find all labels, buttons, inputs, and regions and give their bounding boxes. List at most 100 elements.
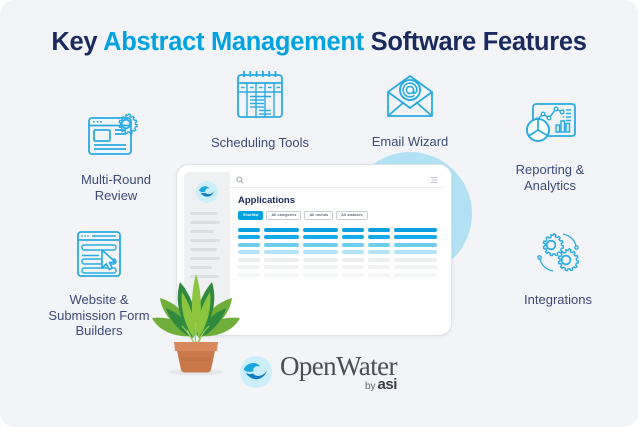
feature-label: Email Wizard	[371, 134, 449, 149]
feature-reporting-analytics: Reporting & Analytics	[488, 98, 612, 193]
by-asi-lockup: by asi	[364, 376, 398, 393]
feature-website-submission-form-builders: Website & Submission Form Builders	[30, 228, 168, 339]
filter-chip-all-rounds[interactable]: All rounds	[304, 211, 334, 220]
table-cell	[394, 242, 437, 247]
table-cell	[264, 272, 299, 277]
table-cell	[303, 257, 338, 262]
table-cell	[264, 257, 299, 262]
browser-gear-icon	[85, 108, 147, 165]
table-cell	[264, 235, 299, 239]
applications-grid	[238, 227, 437, 277]
table-cell	[394, 227, 437, 232]
page-title: Key Abstract Management Software Feature…	[0, 28, 638, 57]
envelope-at-icon	[382, 72, 438, 127]
table-cell	[303, 242, 338, 247]
table-cell	[394, 265, 437, 269]
sidebar-nav-placeholder	[190, 275, 219, 278]
form-cursor-icon	[71, 228, 127, 285]
potted-plant-illustration	[146, 262, 246, 383]
table-row[interactable]	[238, 265, 437, 269]
table-cell	[394, 235, 437, 239]
feature-label: Reporting & Analytics	[515, 162, 585, 193]
openwater-wordmark: OpenWater	[280, 351, 397, 381]
table-cell	[342, 250, 364, 254]
feature-multi-round-review: Multi-Round Review	[52, 108, 180, 203]
applications-panel: Applications Shortlist All categories Al…	[230, 188, 444, 328]
table-cell	[303, 272, 338, 277]
table-cell	[238, 250, 260, 254]
asi-wordmark: asi	[377, 376, 398, 393]
table-cell	[368, 235, 390, 239]
table-cell	[342, 257, 364, 262]
table-row[interactable]	[238, 227, 437, 232]
sidebar-nav-placeholder	[190, 248, 217, 251]
list-menu-icon[interactable]	[430, 172, 438, 189]
sidebar-nav-placeholder	[190, 266, 213, 269]
openwater-wave-mark-icon	[240, 356, 272, 388]
sidebar-nav-placeholder	[190, 221, 220, 224]
table-cell	[238, 235, 260, 239]
table-cell	[264, 250, 299, 254]
table-cell	[303, 235, 338, 239]
table-cell	[368, 242, 390, 247]
table-row[interactable]	[238, 257, 437, 262]
filter-chip-shortlist[interactable]: Shortlist	[238, 211, 264, 220]
filter-chip-group: Shortlist All categories All rounds All …	[238, 211, 436, 220]
sidebar-nav-placeholder	[190, 230, 215, 233]
table-cell	[303, 250, 338, 254]
filter-chip-all-statuses[interactable]: All statuses	[336, 211, 368, 220]
filter-chip-all-categories[interactable]: All categories	[266, 211, 302, 220]
table-cell	[342, 227, 364, 232]
feature-scheduling-tools: Scheduling Tools	[196, 68, 324, 151]
table-cell	[368, 257, 390, 262]
calendar-grid-icon	[231, 68, 289, 128]
feature-label: Multi-Round Review	[80, 172, 152, 203]
search-icon[interactable]	[236, 172, 244, 189]
table-cell	[238, 242, 260, 247]
openwater-mark-icon	[196, 181, 218, 203]
table-cell	[394, 250, 437, 254]
table-cell	[238, 265, 260, 269]
feature-email-wizard: Email Wizard	[348, 72, 472, 150]
table-cell	[342, 235, 364, 239]
table-cell	[342, 272, 364, 277]
title-part-2: Abstract Management	[103, 28, 364, 56]
table-cell	[238, 227, 260, 232]
table-cell	[264, 227, 299, 232]
feature-label: Scheduling Tools	[210, 135, 310, 150]
table-row[interactable]	[238, 242, 437, 247]
openwater-wordmark-block: OpenWater by asi	[280, 352, 397, 392]
table-cell	[394, 257, 437, 262]
two-gears-icon	[530, 228, 586, 285]
table-cell	[368, 227, 390, 232]
dashboard-charts-icon	[521, 98, 579, 155]
table-cell	[264, 265, 299, 269]
applications-heading: Applications	[238, 195, 296, 206]
by-label: by	[364, 381, 376, 392]
table-row[interactable]	[238, 272, 437, 277]
table-cell	[368, 250, 390, 254]
table-cell	[238, 272, 260, 277]
title-part-3: Software Features	[363, 28, 587, 56]
openwater-brand-logo: OpenWater by asi	[240, 352, 397, 392]
feature-label: Website & Submission Form Builders	[48, 292, 150, 338]
search-input[interactable]	[249, 176, 425, 184]
sidebar-nav-placeholder	[190, 212, 218, 215]
table-cell	[368, 265, 390, 269]
table-cell	[303, 227, 338, 232]
table-cell	[264, 242, 299, 247]
table-cell	[394, 272, 437, 277]
tablet-screen: Applications Shortlist All categories Al…	[184, 172, 444, 328]
table-row[interactable]	[238, 235, 437, 239]
table-row[interactable]	[238, 250, 437, 254]
table-cell	[303, 265, 338, 269]
sidebar-nav-placeholder	[190, 257, 220, 260]
feature-integrations: Integrations	[498, 228, 618, 308]
table-cell	[342, 242, 364, 247]
app-topbar	[230, 172, 444, 188]
title-part-1: Key	[51, 28, 104, 56]
sidebar-nav-placeholder	[190, 239, 220, 242]
table-cell	[238, 257, 260, 262]
table-cell	[342, 265, 364, 269]
